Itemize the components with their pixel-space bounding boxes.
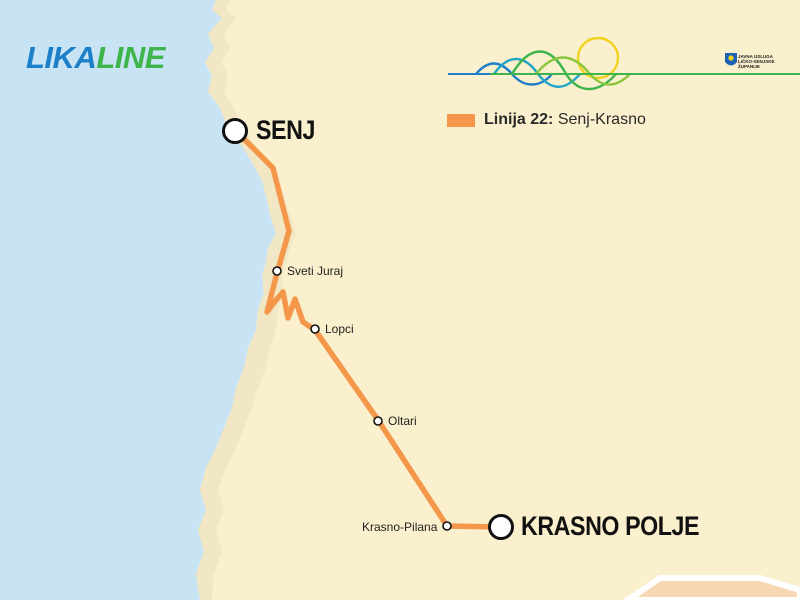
region-logo-waves — [475, 36, 631, 91]
authority-line-1: JAVNA USLUGA — [738, 54, 774, 59]
sea-area — [0, 0, 276, 600]
route-legend: Linija 22: Senj-Krasno — [447, 111, 646, 129]
corner-decoration — [622, 575, 800, 600]
stop-marker-oltari[interactable] — [373, 416, 383, 426]
stop-marker-krasno-polje[interactable] — [488, 514, 514, 540]
stop-label-lopci: Lopci — [325, 322, 354, 336]
stop-label-krasno-polje: KRASNO POLJE — [521, 511, 700, 541]
route-number-label: Linija 22: — [484, 111, 554, 128]
logo-part-line: LINE — [96, 40, 165, 75]
stop-marker-krasno-pilana[interactable] — [442, 521, 452, 531]
county-crest-icon — [725, 53, 737, 66]
coastline-shade — [196, 0, 296, 600]
logo-part-lika: LIKA — [26, 40, 97, 75]
likaline-logo: LIKALINE — [26, 40, 165, 76]
route-line-22 — [235, 130, 503, 530]
authority-line-3: ŽUPANIJE — [738, 64, 760, 69]
authority-line-2: LIČKO-SENJSKE — [738, 59, 775, 64]
stop-marker-sveti-juraj[interactable] — [272, 266, 282, 276]
stop-marker-senj[interactable] — [222, 118, 248, 144]
authority-text: JAVNA USLUGA LIČKO-SENJSKE ŽUPANIJE — [738, 54, 783, 69]
stop-marker-lopci[interactable] — [310, 324, 320, 334]
stop-label-sveti-juraj: Sveti Juraj — [287, 264, 344, 278]
route-color-swatch — [447, 113, 475, 127]
stop-label-oltari: Oltari — [388, 414, 417, 428]
stop-label-senj: SENJ — [256, 115, 315, 145]
stop-label-krasno-pilana: Krasno-Pilana — [362, 520, 438, 534]
route-name-label: Senj-Krasno — [557, 111, 646, 128]
